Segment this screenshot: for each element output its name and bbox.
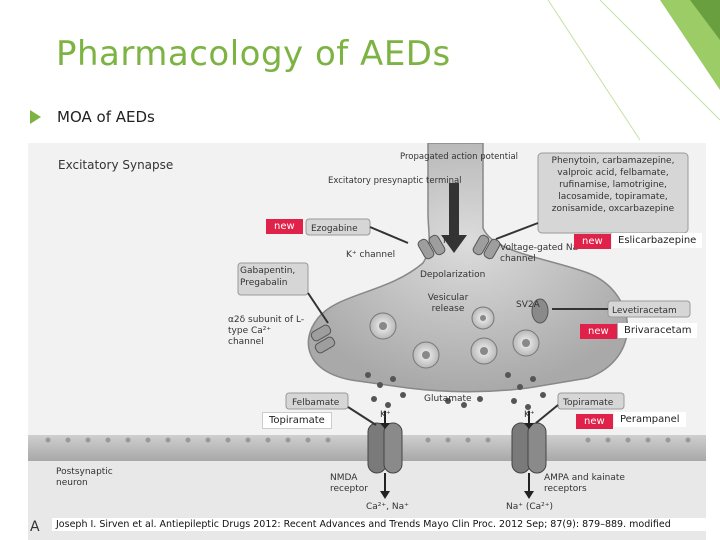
na-channel-shape <box>472 234 501 260</box>
label-na-plus: Na⁺ <box>443 236 460 246</box>
nmda-receptor-shape <box>367 411 403 499</box>
label-k-plus-right: K⁺ <box>524 410 535 420</box>
label-na-ca: Na⁺ (Ca²⁺) <box>506 502 553 512</box>
overlay-perampanel: Perampanel <box>614 412 686 427</box>
label-c2d: α2δ subunit of L-type Ca²⁺ channel <box>228 315 305 347</box>
label-postsynaptic: Postsynaptic neuron <box>56 467 113 488</box>
bullet-item: MOA of AEDs <box>30 108 155 126</box>
ca-channel-shape <box>310 324 336 354</box>
overlay-topiramate: Topiramate <box>262 412 332 429</box>
topiramate-box <box>557 392 625 410</box>
postsynaptic-membrane <box>28 435 706 461</box>
label-ampa: AMPA and kainate receptors <box>544 473 625 494</box>
new-tag-perampanel: new <box>576 414 613 429</box>
label-sv2a: SV2A <box>516 300 541 310</box>
label-k-channel: K⁺ channel <box>346 250 395 260</box>
label-ezogabine: Ezogabine <box>311 224 358 234</box>
panel-letter: A <box>30 519 40 535</box>
glutamate-dots <box>365 372 546 410</box>
diagram-heading: Excitatory Synapse <box>58 158 173 172</box>
membrane-texture <box>45 437 691 443</box>
citation: Joseph I. Sirven et al. Antiepileptic Dr… <box>52 518 708 531</box>
new-tag-brivaracetam: new <box>580 324 617 339</box>
label-excitatory-terminal: Excitatory presynaptic terminal <box>328 176 462 186</box>
k-channel-shape <box>417 234 446 260</box>
label-vesicular: Vesicular release <box>427 293 469 314</box>
label-propagated: Propagated action potential <box>400 152 518 162</box>
phenytoin-label: Phenytoin, carbamazepine, valproic acid,… <box>551 156 675 214</box>
drug-arrows <box>307 222 608 426</box>
new-tag-eslicarbazepine: new <box>574 234 611 249</box>
bullet-text: MOA of AEDs <box>57 108 155 126</box>
overlay-eslicarbazepine: Eslicarbazepine <box>612 233 703 248</box>
bullet-arrow-icon <box>30 110 41 124</box>
label-depolarization: Depolarization <box>420 270 485 280</box>
action-potential-arrow <box>449 183 459 238</box>
gabapentin-box <box>237 262 309 296</box>
label-levetiracetam: Levetiracetam <box>612 306 677 316</box>
action-potential-arrowhead <box>441 235 467 253</box>
label-voltage-gated: Voltage-gated Na⁺ channel <box>500 243 583 264</box>
synapse-diagram: Excitatory Synapse Propagated action pot… <box>28 143 706 540</box>
sv2a-shape <box>531 298 549 324</box>
overlay-brivaracetam: Brivaracetam <box>618 323 698 338</box>
ampa-receptor-shape <box>511 411 547 499</box>
label-felbamate: Felbamate <box>292 398 340 408</box>
new-tag-ezogabine: new <box>266 219 303 234</box>
label-gabapentin: Gabapentin, Pregabalin <box>240 266 296 288</box>
felbamate-box <box>285 392 349 410</box>
label-nmda: NMDA receptor <box>330 473 368 494</box>
label-k-plus-left: K⁺ <box>380 410 391 420</box>
label-topiramate-box: Topiramate <box>562 398 614 408</box>
slide-title: Pharmacology of AEDs <box>56 34 451 74</box>
label-ca-na: Ca²⁺, Na⁺ <box>366 502 409 512</box>
vesicles <box>369 306 540 369</box>
label-glutamate: Glutamate <box>424 394 472 404</box>
